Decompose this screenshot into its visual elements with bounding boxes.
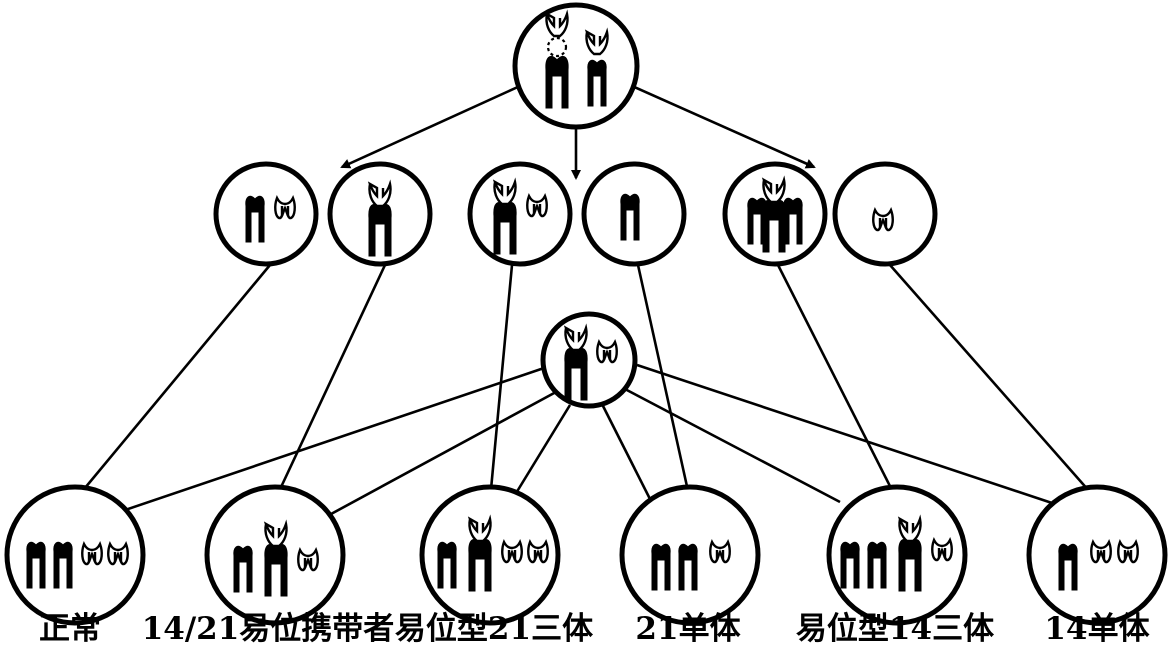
label-monosomy21: 21单体 xyxy=(635,611,741,647)
offspring-trisomy21 xyxy=(419,484,561,626)
arrow-right xyxy=(631,84,816,169)
parent-carrier-cell xyxy=(512,2,640,130)
gamete-6 xyxy=(832,161,938,267)
normal-partner-cell xyxy=(540,311,638,409)
arrows xyxy=(340,84,816,180)
label-monosomy14: 14单体 xyxy=(1044,611,1150,647)
label-normal: 正常 xyxy=(39,611,101,647)
gamete-2 xyxy=(327,161,433,267)
arrow-left xyxy=(340,84,521,169)
gamete-5 xyxy=(722,161,828,267)
offspring-monosomy14 xyxy=(1026,484,1168,626)
label-trisomy21: 易位型21三体 xyxy=(394,611,594,647)
gamete-4 xyxy=(581,161,687,267)
gamete-3 xyxy=(467,161,573,267)
label-trisomy14: 易位型14三体 xyxy=(795,611,995,647)
offspring-trisomy14 xyxy=(826,484,968,626)
offspring-normal xyxy=(4,484,146,626)
gamete-1 xyxy=(213,161,319,267)
label-carrier: 14/21易位携带者 xyxy=(141,611,395,647)
connection-lines xyxy=(73,264,1098,522)
offspring-carrier xyxy=(204,484,346,626)
offspring-monosomy21 xyxy=(619,484,761,626)
